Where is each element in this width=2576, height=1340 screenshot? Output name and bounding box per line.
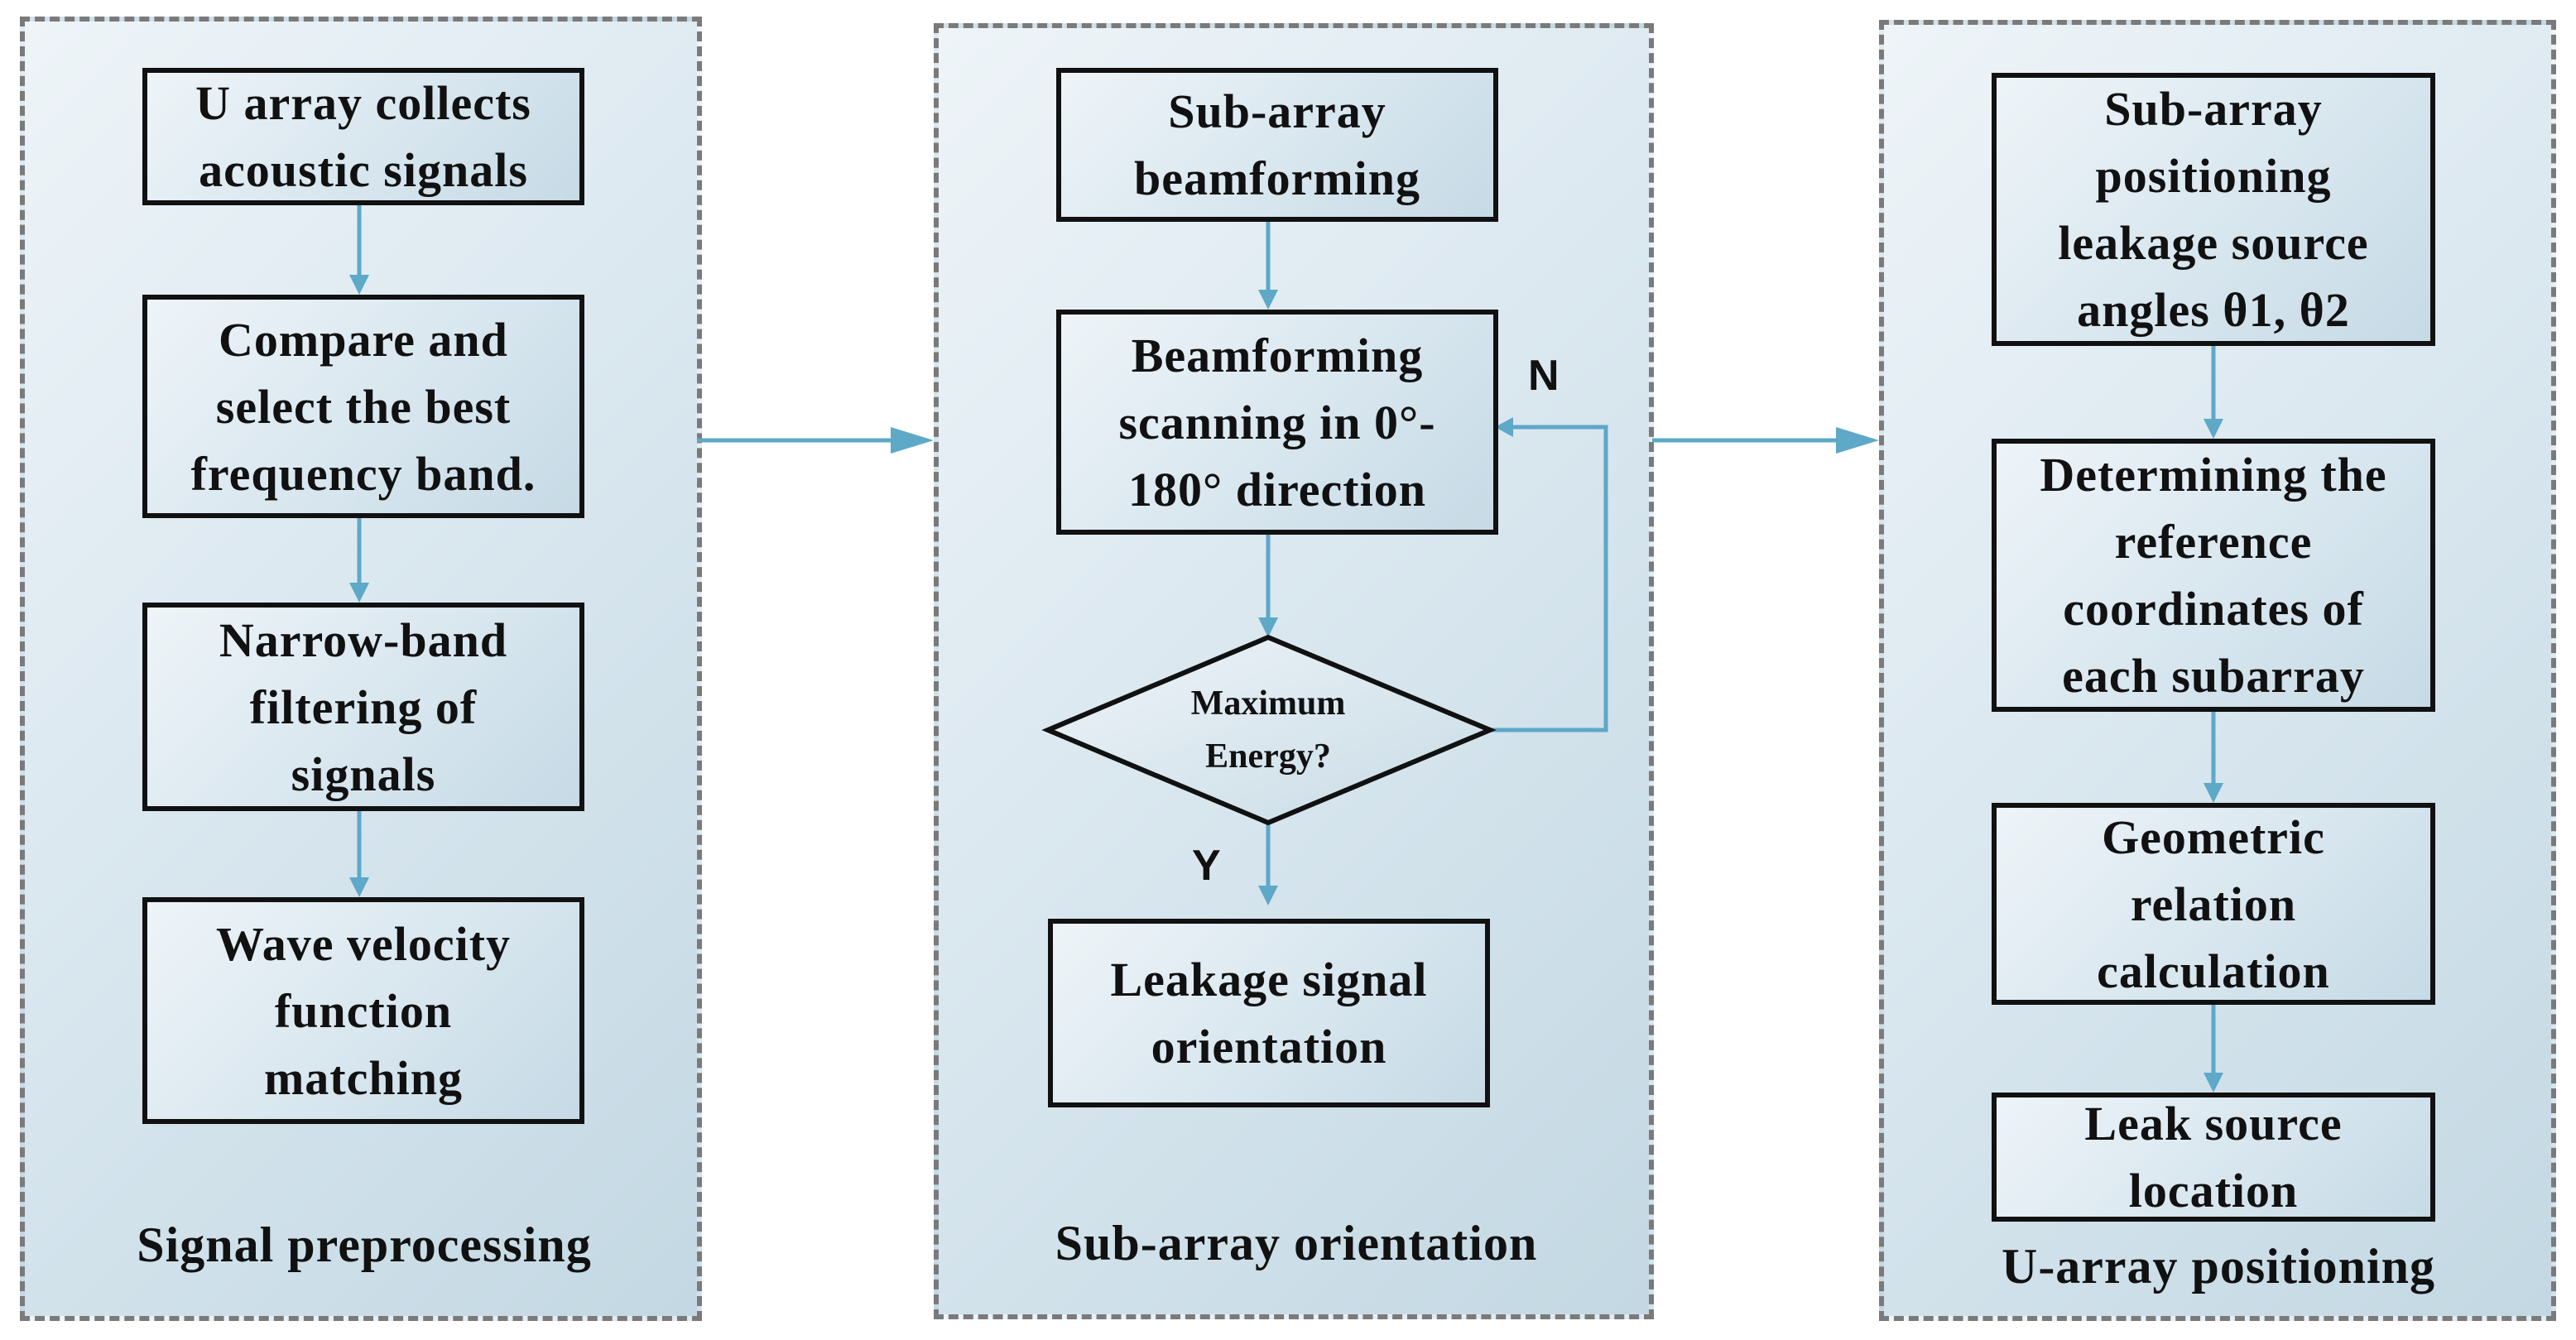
step-leak-source-location: Leak source location bbox=[1992, 1093, 2435, 1222]
step-leakage-signal-orientation: Leakage signal orientation bbox=[1048, 919, 1490, 1107]
arrowhead bbox=[1258, 886, 1278, 905]
decision-label: Maximum Energy? bbox=[1190, 684, 1346, 776]
decision-no-label: N bbox=[1528, 352, 1560, 400]
panel-label-signal-preprocessing: Signal preprocessing bbox=[137, 1218, 592, 1272]
step-sub-array-angles: Sub-array positioning leakage source ang… bbox=[1992, 73, 2435, 346]
decision-diamond bbox=[1041, 634, 1497, 826]
arrowhead bbox=[1258, 290, 1278, 310]
step-collect-signals: U array collects acoustic signals bbox=[142, 68, 584, 205]
arrowhead bbox=[2204, 419, 2223, 439]
step-narrow-band-filtering: Narrow-band filtering of signals bbox=[142, 603, 584, 811]
step-reference-coordinates: Determining the reference coordinates of… bbox=[1992, 439, 2435, 712]
panel-label-sub-array-orientation: Sub-array orientation bbox=[1055, 1216, 1538, 1270]
panel-label-u-array-positioning: U-array positioning bbox=[2001, 1239, 2436, 1294]
step-beamforming-scanning: Beamforming scanning in 0°- 180° directi… bbox=[1056, 310, 1498, 535]
arrowhead bbox=[349, 275, 369, 295]
arrowhead bbox=[891, 427, 934, 454]
step-sub-array-beamforming: Sub-array beamforming bbox=[1056, 68, 1498, 222]
arrowhead bbox=[2204, 783, 2223, 803]
step-select-frequency-band: Compare and select the best frequency ba… bbox=[142, 295, 584, 518]
step-wave-velocity-matching: Wave velocity function matching bbox=[142, 897, 584, 1124]
step-geometric-relation: Geometric relation calculation bbox=[1992, 803, 2435, 1005]
arrowhead bbox=[1258, 617, 1278, 637]
decision-yes-label: Y bbox=[1192, 842, 1221, 890]
arrowhead bbox=[2204, 1073, 2223, 1093]
arrowhead bbox=[349, 583, 369, 603]
arrowhead bbox=[1836, 427, 1879, 454]
arrowhead bbox=[1495, 417, 1513, 437]
arrowhead bbox=[349, 877, 369, 897]
loop-no-feedback bbox=[1490, 425, 1608, 732]
